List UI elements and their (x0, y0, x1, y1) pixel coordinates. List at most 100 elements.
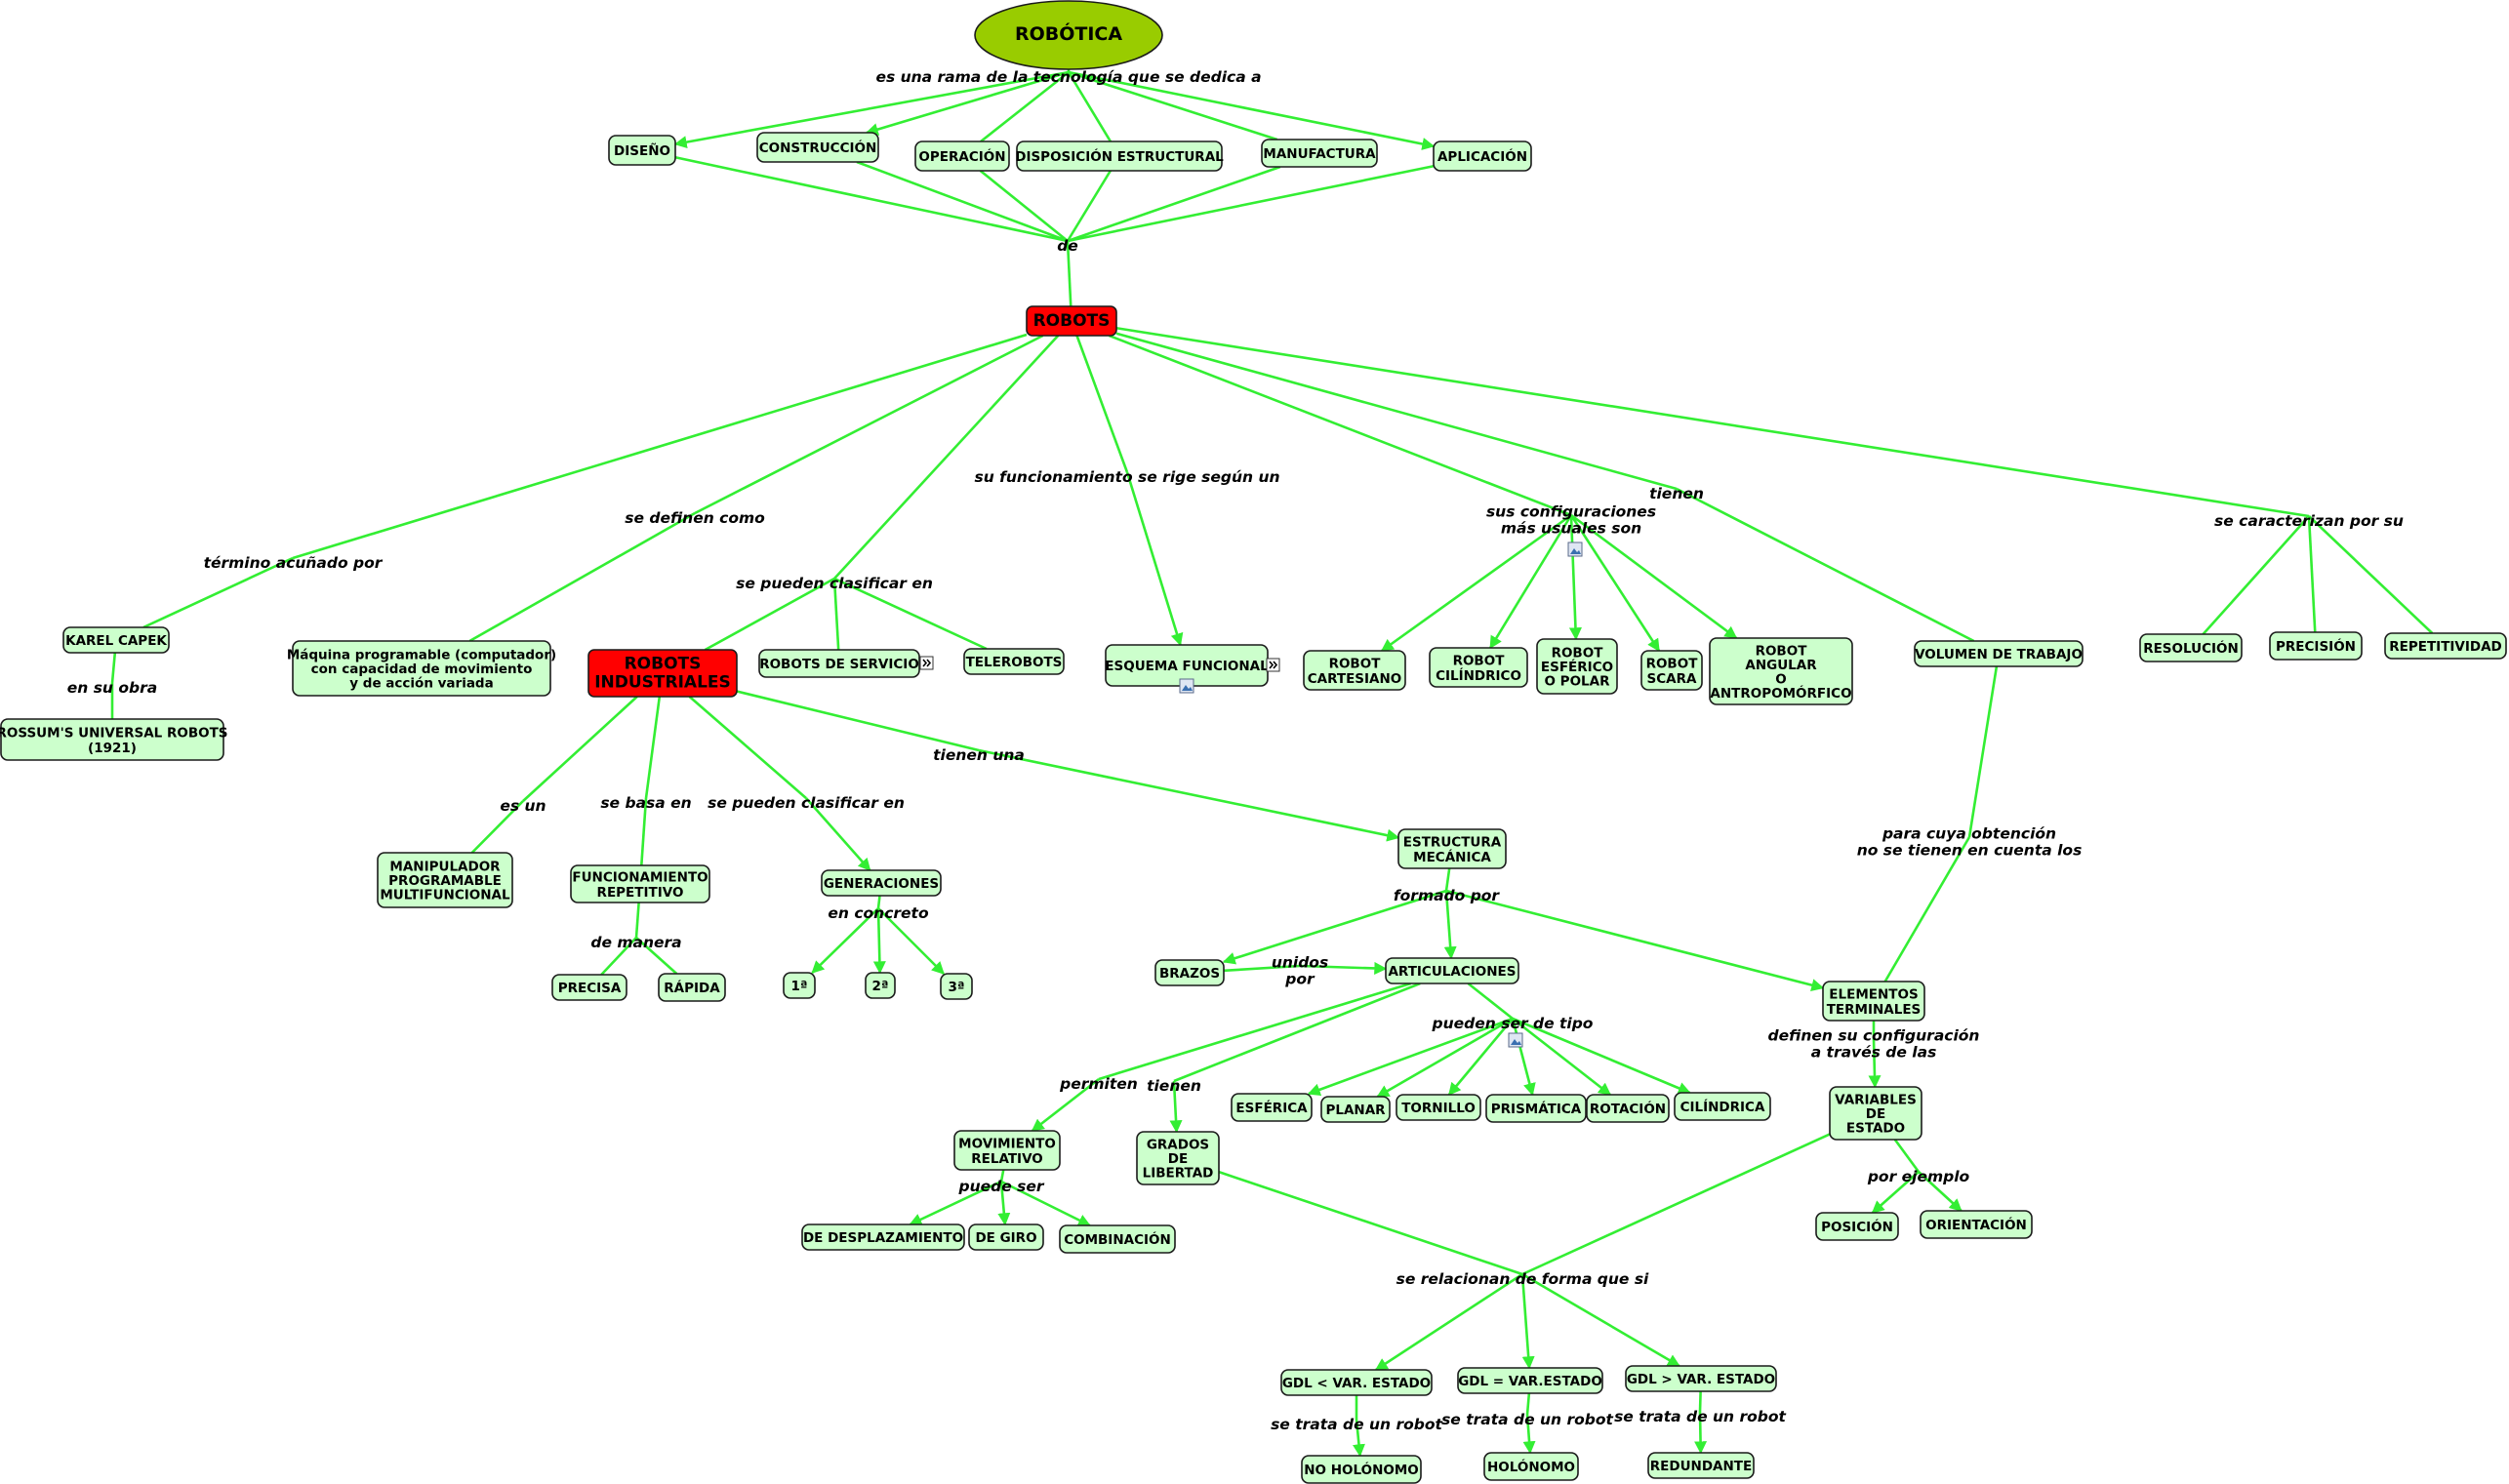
svg-text:BRAZOS: BRAZOS (1159, 966, 1220, 982)
concept-gdl-menor[interactable]: GDL < VAR. ESTADO (1280, 1369, 1433, 1396)
concept-gdl-igual[interactable]: GDL = VAR.ESTADO (1457, 1367, 1603, 1394)
concept-rotacion[interactable]: ROTACIÓN (1586, 1094, 1670, 1123)
concept-redundante[interactable]: REDUNDANTE (1647, 1452, 1755, 1479)
connector-funcionamiento-esquema (1125, 471, 1184, 647)
connector-clasificar-servicio (832, 578, 840, 651)
connector-para_cuya-elementos (1883, 836, 1971, 983)
concept-g1[interactable]: 1ª (783, 972, 816, 999)
svg-text:3ª: 3ª (948, 980, 964, 995)
concept-generaciones[interactable]: GENERACIONES (821, 869, 942, 897)
connector-pueden_ser-cilindrica (1512, 1017, 1691, 1095)
svg-text:PRECISA: PRECISA (558, 981, 622, 996)
concept-precisa[interactable]: PRECISA (551, 974, 627, 1001)
connector-industriales-es_un (522, 696, 638, 802)
connector-formado_por-elementos (1445, 889, 1825, 991)
concept-diseno[interactable]: DISEÑO (608, 135, 676, 166)
concept-orientacion[interactable]: ORIENTACIÓN (1920, 1210, 2033, 1239)
svg-text:ROBOTS DE SERVICIO: ROBOTS DE SERVICIO (759, 657, 919, 672)
connector-robots-tienen (1115, 332, 1678, 491)
concept-repetitividad[interactable]: REPETITIVIDAD (2384, 632, 2507, 660)
concept-resolucion[interactable]: RESOLUCIÓN (2139, 633, 2243, 662)
svg-text:APLICACIÓN: APLICACIÓN (1437, 147, 1527, 165)
svg-text:TELEROBOTS: TELEROBOTS (966, 655, 1063, 670)
esquema-image-icon[interactable] (1179, 678, 1194, 694)
concept-rossum[interactable]: ROSSUM'S UNIVERSAL ROBOTS(1921) (0, 718, 228, 761)
concept-brazos[interactable]: BRAZOS (1154, 959, 1225, 986)
concept-volumen[interactable]: VOLUMEN DE TRABAJO (1914, 640, 2084, 667)
concept-giro[interactable]: DE GIRO (968, 1223, 1044, 1251)
connector-variables-relacionan (1521, 1133, 1831, 1276)
link-phrase-pueden-ser: pueden ser de tipo (1432, 1015, 1594, 1032)
concept-precision[interactable]: PRECISIÓN (2269, 631, 2363, 661)
concept-tornillo[interactable]: TORNILLO (1396, 1094, 1481, 1121)
concept-telerobots[interactable]: TELEROBOTS (963, 648, 1065, 675)
svg-text:REPETITIVIDAD: REPETITIVIDAD (2389, 639, 2502, 655)
concept-maquina[interactable]: Máquina programable (computador)con capa… (287, 640, 556, 697)
concept-desplazamiento[interactable]: DE DESPLAZAMIENTO (801, 1223, 965, 1251)
concept-karel[interactable]: KAREL CAPEK (62, 626, 170, 654)
concept-combinacion[interactable]: COMBINACIÓN (1059, 1224, 1176, 1254)
connector-diseno-de (674, 155, 1069, 243)
concept-g2[interactable]: 2ª (865, 972, 896, 999)
concept-rapida[interactable]: RÁPIDA (658, 973, 726, 1002)
concept-disposicion[interactable]: DISPOSICIÓN ESTRUCTURAL (1015, 140, 1224, 172)
root-concept[interactable]: ROBÓTICA (974, 0, 1163, 70)
concept-operacion[interactable]: OPERACIÓN (914, 140, 1010, 172)
connector-puede_ser-combinacion (1000, 1180, 1091, 1227)
svg-text:PLANAR: PLANAR (1325, 1103, 1386, 1118)
esquema-submap-icon[interactable] (1266, 658, 1280, 672)
link-phrase-en-su-obra: en su obra (67, 679, 157, 697)
svg-text:2ª: 2ª (871, 979, 888, 994)
svg-text:OPERACIÓN: OPERACIÓN (918, 147, 1005, 165)
concept-no-holonomo[interactable]: NO HOLÓNOMO (1301, 1455, 1422, 1484)
connector-configuraciones-esferico (1568, 514, 1582, 641)
connector-func_rep-de_manera (634, 902, 640, 939)
concept-esferica[interactable]: ESFÉRICA (1231, 1093, 1313, 1122)
link-phrase-de-manera: de manera (590, 934, 681, 951)
link-phrase-permiten: permiten (1059, 1075, 1138, 1093)
configuraciones-image-icon[interactable] (1567, 541, 1583, 557)
svg-text:1ª: 1ª (790, 979, 807, 994)
connector-karel-en_su_obra (110, 652, 117, 684)
connector-operacion-de (979, 169, 1069, 243)
concept-planar[interactable]: PLANAR (1320, 1096, 1391, 1123)
connector-robots-definen (694, 334, 1044, 515)
svg-text:NO HOLÓNOMO: NO HOLÓNOMO (1304, 1461, 1419, 1478)
connector-brazos-unidos_por (1223, 964, 1301, 973)
svg-text:GDL = VAR.ESTADO: GDL = VAR.ESTADO (1458, 1374, 1602, 1389)
concept-holonomo[interactable]: HOLÓNOMO (1483, 1452, 1579, 1481)
concept-aplicacion[interactable]: APLICACIÓN (1433, 140, 1532, 172)
concept-prismatica[interactable]: PRISMÁTICA (1485, 1094, 1587, 1123)
concept-construccion[interactable]: CONSTRUCCIÓN (756, 132, 879, 163)
concept-articulaciones[interactable]: ARTICULACIONES (1385, 957, 1519, 984)
svg-text:Máquina programable (computado: Máquina programable (computador)con capa… (287, 648, 556, 692)
link-phrase-es-un: es un (500, 797, 546, 815)
concept-servicio[interactable]: ROBOTS DE SERVICIO (758, 649, 920, 678)
concept-g3[interactable]: 3ª (940, 973, 973, 1000)
connector-articulaciones-tienen2 (1173, 982, 1421, 1083)
articulaciones-image-icon[interactable] (1508, 1032, 1523, 1048)
connector-relacionan-gdl_igual (1520, 1273, 1535, 1370)
servicio-submap-icon[interactable] (919, 656, 934, 670)
concept-manufactura[interactable]: MANUFACTURA (1261, 139, 1378, 168)
concept-cilindrica[interactable]: CILÍNDRICA (1674, 1092, 1771, 1121)
concept-gdl-mayor[interactable]: GDL > VAR. ESTADO (1625, 1365, 1777, 1392)
concept-robots[interactable]: ROBOTS (1026, 305, 1117, 337)
concept-posicion[interactable]: POSICIÓN (1815, 1212, 1899, 1241)
concept-esquema[interactable]: ESQUEMA FUNCIONAL (1105, 644, 1269, 687)
